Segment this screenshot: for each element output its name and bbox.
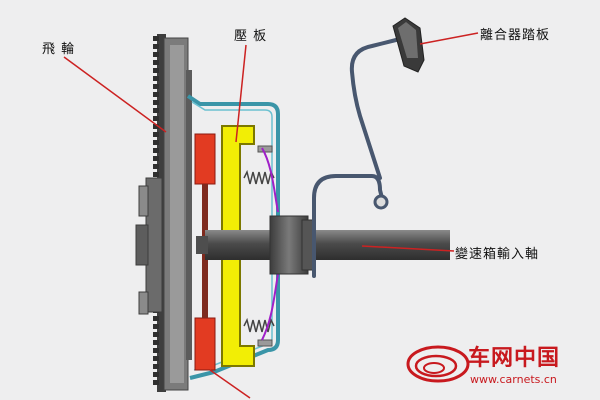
diaphragm-spring — [261, 147, 279, 341]
leader-lines — [63, 32, 479, 399]
flywheel-tooth — [153, 324, 159, 329]
flywheel-tooth — [153, 332, 159, 337]
label-flywheel: 飛 輪 — [42, 42, 76, 57]
clutch-pedal — [392, 17, 425, 73]
flywheel-tooth — [153, 68, 159, 73]
flywheel-tooth — [153, 76, 159, 81]
crankshaft-hub — [135, 177, 163, 315]
label-clutch-pedal: 離合器踏板 — [480, 28, 551, 43]
carnets-logo-mark — [406, 345, 470, 383]
label-transmission-input-shaft: 變速箱輸入軸 — [455, 247, 540, 262]
flywheel-tooth — [153, 156, 159, 161]
watermark-url: www.carnets.cn — [470, 373, 557, 386]
flywheel-tooth — [153, 148, 159, 153]
flywheel-tooth — [153, 44, 159, 49]
flywheel-tooth — [153, 356, 159, 361]
flywheel-tooth — [153, 132, 159, 137]
flywheel-tooth — [153, 92, 159, 97]
label-pressure-plate: 壓 板 — [234, 29, 268, 44]
flywheel-tooth — [153, 60, 159, 65]
flywheel-tooth — [153, 108, 159, 113]
flywheel-tooth — [153, 84, 159, 89]
flywheel-tooth — [153, 124, 159, 129]
flywheel-tooth — [153, 340, 159, 345]
flywheel-tooth — [153, 100, 159, 105]
flywheel-tooth — [153, 348, 159, 353]
flywheel — [163, 37, 192, 391]
flywheel-tooth — [153, 164, 159, 169]
flywheel-tooth — [153, 36, 159, 41]
flywheel-tooth — [153, 116, 159, 121]
flywheel-tooth — [153, 380, 159, 385]
pressure-springs — [243, 169, 275, 333]
flywheel-tooth — [153, 172, 159, 177]
release-linkage — [312, 38, 398, 278]
flywheel-tooth — [153, 316, 159, 321]
flywheel-tooth — [153, 52, 159, 57]
flywheel-tooth — [153, 372, 159, 377]
flywheel-tooth — [153, 140, 159, 145]
linkage-pivot — [373, 194, 389, 210]
watermark-brand: 车网中国 — [468, 346, 561, 371]
flywheel-tooth — [153, 364, 159, 369]
input-shaft — [196, 215, 450, 275]
